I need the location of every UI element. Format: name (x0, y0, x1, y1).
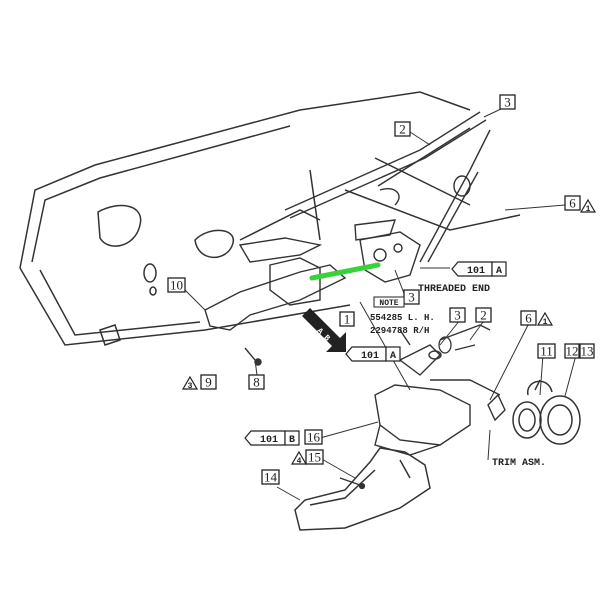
lock-cylinder (512, 379, 581, 445)
callout-9-text: 9 (205, 375, 212, 390)
triangle-marker-4 (290, 450, 308, 465)
ref-tag-3-letter: B (289, 435, 295, 446)
screw (244, 347, 262, 366)
callout-15-text: 15 (308, 450, 321, 465)
callout-2a (394, 121, 411, 137)
note-box (373, 296, 405, 308)
callout-1-text: 1 (344, 312, 351, 327)
ref-tag-2: 101 A (345, 346, 401, 362)
door-handle (294, 447, 431, 531)
trim-asm-label: TRIM ASM. (492, 458, 546, 469)
callout-14 (261, 469, 280, 485)
callout-13 (579, 343, 595, 359)
callout-6b-text: 6 (525, 311, 532, 326)
callout-8-text: 8 (253, 375, 260, 390)
threaded-end-label: THREADED END (418, 284, 490, 295)
callout-12 (564, 343, 580, 359)
ref-tag-1-letter: A (496, 266, 502, 277)
callout-1 (339, 311, 355, 327)
bolt-parts (438, 324, 491, 354)
triangle-marker-texts: 1 1 3 4 (188, 205, 591, 466)
callout-numbers: 3 2 6 10 3 1 3 2 6 11 12 13 9 8 16 15 14 (170, 95, 594, 485)
part-number-rh: 2294788 R/H (370, 326, 429, 336)
callout-16-text: 16 (307, 430, 321, 445)
callout-8 (248, 374, 265, 390)
callout-3a-text: 3 (504, 95, 511, 110)
triangle-marker-2-text: 1 (543, 318, 548, 327)
callout-3b-text: 3 (408, 290, 415, 305)
triangle-marker-3-text: 3 (188, 382, 193, 391)
callout-2b-text: 2 (480, 308, 487, 323)
triangle-markers (181, 198, 597, 465)
highlighted-rod (309, 262, 381, 281)
part-number-lh: 554285 L. H. (370, 313, 435, 323)
callout-3c-text: 3 (454, 308, 461, 323)
callout-16 (304, 429, 323, 445)
triangle-marker-1 (579, 198, 597, 213)
ref-tag-2-num: 101 (361, 351, 379, 362)
small-clip (339, 477, 366, 490)
callout-12-text: 12 (566, 344, 579, 359)
ref-tag-3: 101 B (244, 430, 300, 446)
callout-11-text: 11 (540, 344, 553, 359)
ref-tag-3-num: 101 (260, 435, 278, 446)
callout-14-text: 14 (264, 470, 278, 485)
callout-6b (520, 310, 537, 326)
callout-10-text: 10 (170, 278, 183, 293)
ab-direction-arrow: A B (300, 308, 346, 352)
triangle-marker-2 (536, 311, 554, 326)
callout-13-text: 13 (581, 344, 594, 359)
callout-6a-text: 6 (569, 196, 576, 211)
control-rods (284, 111, 491, 263)
triangle-marker-4-text: 4 (297, 457, 302, 466)
callout-10 (167, 277, 186, 293)
door-panel (19, 91, 521, 346)
callout-11 (537, 343, 556, 359)
callout-3c (449, 307, 466, 323)
ref-tag-1-num: 101 (467, 266, 485, 277)
callout-9 (200, 374, 217, 390)
triangle-marker-1-text: 1 (586, 205, 591, 214)
callout-6a (564, 195, 581, 211)
callout-3a (499, 94, 516, 110)
triangle-marker-3 (181, 375, 199, 390)
callout-2b (475, 307, 492, 323)
callout-boxes (167, 94, 595, 485)
ref-tag-2-letter: A (390, 351, 396, 362)
ref-tag-1: 101 A (451, 261, 507, 277)
callout-15 (305, 449, 324, 465)
note-label: NOTE (379, 299, 398, 308)
leader-lines (184, 107, 577, 501)
callout-2a-text: 2 (399, 122, 406, 137)
